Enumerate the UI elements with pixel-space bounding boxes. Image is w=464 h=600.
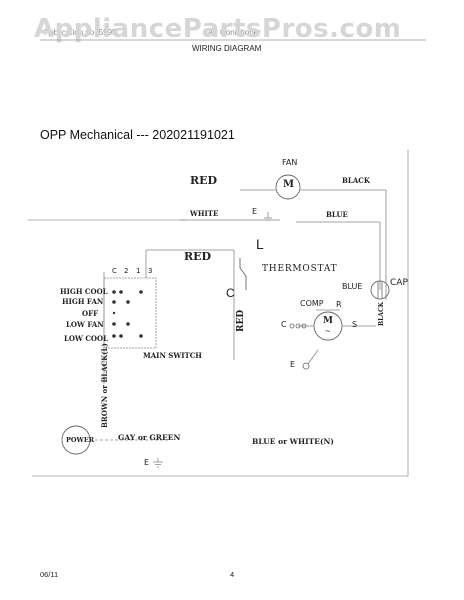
wire-label-brown-black: BROWN or BLACK(L) — [100, 343, 109, 428]
thermostat-label: THERMOSTAT — [262, 264, 338, 274]
wire-label-blue-white: BLUE or WHITE(N) — [252, 437, 334, 446]
switch-mode-high-cool: HIGH COOL — [60, 287, 108, 296]
fan-motor-symbol: M — [283, 179, 295, 190]
comp-e-wire — [307, 349, 319, 365]
switch-contacts — [112, 290, 143, 338]
switch-caption: MAIN SWITCH — [143, 351, 202, 360]
page-title: WIRING DIAGRAM — [192, 44, 262, 53]
wire-label-red-mid: RED — [184, 250, 212, 263]
compressor-e-label: E — [290, 360, 296, 369]
wire-label-blue-fan: BLUE — [326, 210, 348, 219]
section-title: OPP Mechanical --- 202021191021 — [40, 128, 235, 142]
fan-motor-circle — [275, 174, 301, 200]
watermark: AppliancePartsPros.com — [34, 14, 402, 44]
switch-col-c: C — [112, 267, 117, 275]
thermostat-switch — [239, 258, 247, 290]
frame-right — [32, 150, 409, 477]
compressor-tilde: ~ — [325, 326, 331, 336]
wire-label-red-top: RED — [190, 174, 218, 187]
compressor-motor-symbol: M — [323, 316, 333, 326]
switch-mode-high-fan: HIGH FAN — [62, 297, 104, 306]
header-right-caption: Air Conditioner — [208, 28, 261, 37]
wire-label-black-vertical: BLACK — [378, 302, 385, 326]
fan-label: FAN — [282, 158, 298, 167]
fan-ground-label: E — [252, 207, 258, 216]
footer-page-number: 4 — [230, 570, 235, 579]
wire-label-black-top: BLACK — [342, 176, 370, 185]
switch-col-1: 1 — [136, 267, 141, 275]
switch-col-3: 3 — [148, 267, 153, 275]
comp-e-terminal — [302, 362, 310, 370]
wire-label-white: WHITE — [190, 209, 219, 218]
switch-col-2: 2 — [124, 267, 129, 275]
wire-label-gray-green: GAY or GREEN — [118, 433, 181, 442]
switch-box — [103, 277, 157, 349]
power-label: POWER — [66, 436, 95, 444]
switch-mode-low-fan: LOW FAN — [66, 320, 104, 329]
footer-date: 06/11 — [40, 570, 59, 579]
header-left-caption: Publication no. 5995... — [44, 28, 124, 37]
compressor-label: COMP — [300, 299, 324, 308]
compressor-c-label: C — [281, 320, 287, 329]
wire-label-blue-cap: BLUE — [342, 282, 363, 291]
switch-mode-low-cool: LOW COOL — [64, 334, 109, 343]
cap-circle — [370, 280, 390, 300]
thermostat-c-label: C — [226, 286, 235, 300]
power-ground-label: E — [144, 458, 150, 467]
compressor-r-label: R — [336, 300, 342, 309]
switch-mode-off: OFF — [82, 309, 99, 318]
thermostat-l-label: L — [256, 236, 264, 252]
comp-terminals — [289, 323, 307, 329]
wire-label-red-vertical: RED — [236, 309, 246, 332]
cap-label: CAP — [390, 278, 408, 288]
compressor-s-label: S — [352, 320, 358, 329]
